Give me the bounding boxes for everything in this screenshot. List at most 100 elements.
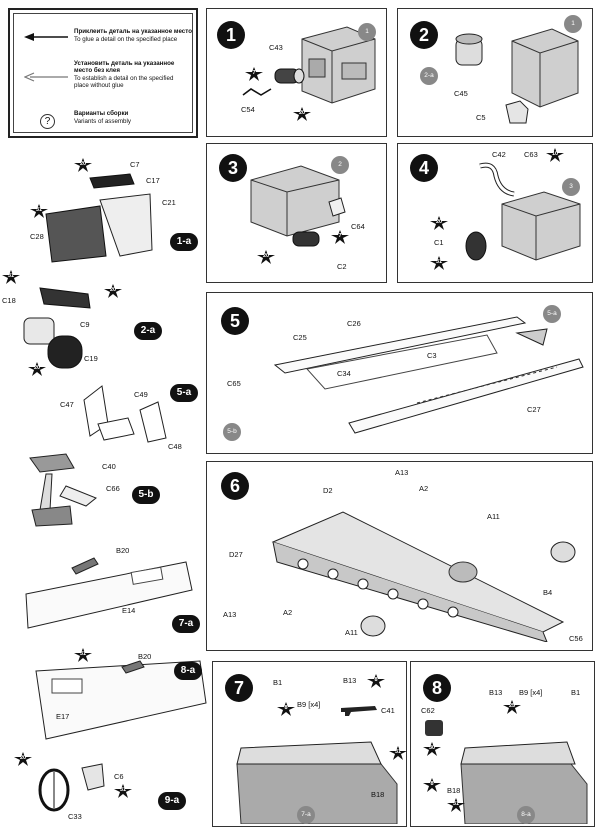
label-b13: B13 [489,688,503,697]
paint-star-31: 31 [430,256,448,270]
label-c19: C19 [84,354,98,363]
label-a11: A11 [345,628,358,637]
label-c42: C42 [492,150,506,159]
hull-plate-drawing [460,741,588,824]
label-c62: C62 [421,706,435,715]
label-b20: B20 [116,546,130,555]
badge-9a: 9-a [158,792,186,810]
paint-star-20: 20 [104,284,122,298]
legend-variants-ru: Варианты сборки [74,110,129,117]
label-c43: C43 [269,43,283,52]
paint-star-25: 25 [503,700,521,714]
variants-question-icon: ? [40,114,55,129]
legend-noglue-en-2: place without glue [74,82,124,89]
paint-star-10: 10 [546,148,564,162]
8a-plate-drawing [35,660,207,740]
engine-block-drawing [501,191,581,261]
ref-badge-2a: 2-a [420,67,438,85]
label-c21: C21 [162,198,176,207]
air-filter-part [455,33,483,66]
paint-star-20: 20 [14,752,32,766]
step-6-number: 6 [221,472,249,500]
ref-badge-5b: 5-b [223,423,241,441]
c5-seat-part [505,100,529,124]
step-3-panel: 3 2 C64 C2 7 20 [206,143,387,283]
step-7-number: 7 [225,674,253,702]
step-5-panel: 5 5-a 5-b C26 C25 C3 C65 C34 C27 [206,292,593,454]
c64-cap-part [328,197,346,217]
badge-8a: 8-a [174,662,202,680]
step-8-panel: 8 C62 B13 B9 [x4] B1 B18 25 30 8 31 8-a [410,661,595,827]
label-b4: B4 [543,588,553,597]
c62-box-part [425,720,443,736]
step-2-number: 2 [410,21,438,49]
label-c48: C48 [168,442,182,451]
label-c7: C7 [130,160,140,169]
label-d27: D27 [229,550,243,559]
badge-7a: 7-a [172,615,200,633]
label-c34: C34 [337,369,351,378]
engine-block-drawing [511,28,579,108]
label-b18: B18 [371,790,385,799]
label-c26: C26 [347,319,361,328]
label-c63: C63 [524,150,538,159]
badge-5b: 5-b [132,486,160,504]
5a-bracket-drawing [83,385,167,443]
label-c33: C33 [68,812,82,821]
ref-badge-3: 3 [562,178,580,196]
paint-star-20: 20 [28,362,46,376]
chassis-drawing [271,511,576,642]
label-b1: B1 [273,678,283,687]
step-1-panel: 1 1 C43 C54 7 20 [206,8,387,137]
engine-block-drawing [301,26,376,104]
step-6-panel: 6 A13 D2 A2 A11 D27 A13 A2 A11 B4 C56 [206,461,593,651]
label-c3: C3 [427,351,437,360]
label-c56: C56 [569,634,583,643]
5b-mount-drawing [29,453,97,527]
paint-star-31: 31 [30,204,48,218]
c1-flywheel-part [465,231,487,261]
label-c6: C6 [114,772,124,781]
paint-star-8: 8 [277,702,295,716]
paint-star-31: 31 [389,746,407,760]
paint-star-7: 7 [331,230,349,244]
paint-star-20: 20 [293,107,311,121]
label-b9x4: B9 [x4] [297,700,321,709]
label-e14: E14 [122,606,136,615]
legend-inner-frame [13,13,193,133]
ref-badge-1a: 1 [358,23,376,41]
label-a2: A2 [419,484,429,493]
step-4-number: 4 [410,154,438,182]
b13-rifle-part [341,706,377,716]
ref-badge-2: 2 [331,156,349,174]
c43-cylinder-part [274,68,305,84]
step-7-panel: 7 B1 B9 [x4] B13 C41 B18 8 8 31 7-a [212,661,407,827]
2a-filter-drawing [23,287,91,369]
label-d2: D2 [323,486,333,495]
step-1-number: 1 [217,21,245,49]
9a-wheel-drawing [38,763,105,812]
paint-star-20: 20 [74,158,92,172]
badge-5a: 5-a [170,384,198,402]
c42-pipe-part [479,162,515,197]
step-3-number: 3 [219,154,247,182]
label-c9: C9 [80,320,90,329]
label-c27: C27 [527,405,541,414]
label-c2: C2 [337,262,347,271]
hull-plate-drawing [236,741,398,824]
label-c18: C18 [2,296,16,305]
badge-2a: 2-a [134,322,162,340]
label-c66: C66 [106,484,120,493]
c54-rod-part [242,88,272,96]
label-c17: C17 [146,176,160,185]
legend-glue-en: To glue a detail on the specified place [74,36,178,43]
label-b1: B1 [571,688,581,697]
engine-block-drawing [250,165,340,237]
legend-box: Приклеить деталь на указанное место To g… [8,8,198,138]
glue-arrow-icon [24,33,68,41]
step-4-panel: 4 3 C42 C63 C1 10 20 31 [397,143,593,283]
label-a13: A13 [223,610,237,619]
label-c45: C45 [454,89,468,98]
legend-glue-ru: Приклеить деталь на указанное место [74,28,192,35]
label-c1: C1 [434,238,444,247]
